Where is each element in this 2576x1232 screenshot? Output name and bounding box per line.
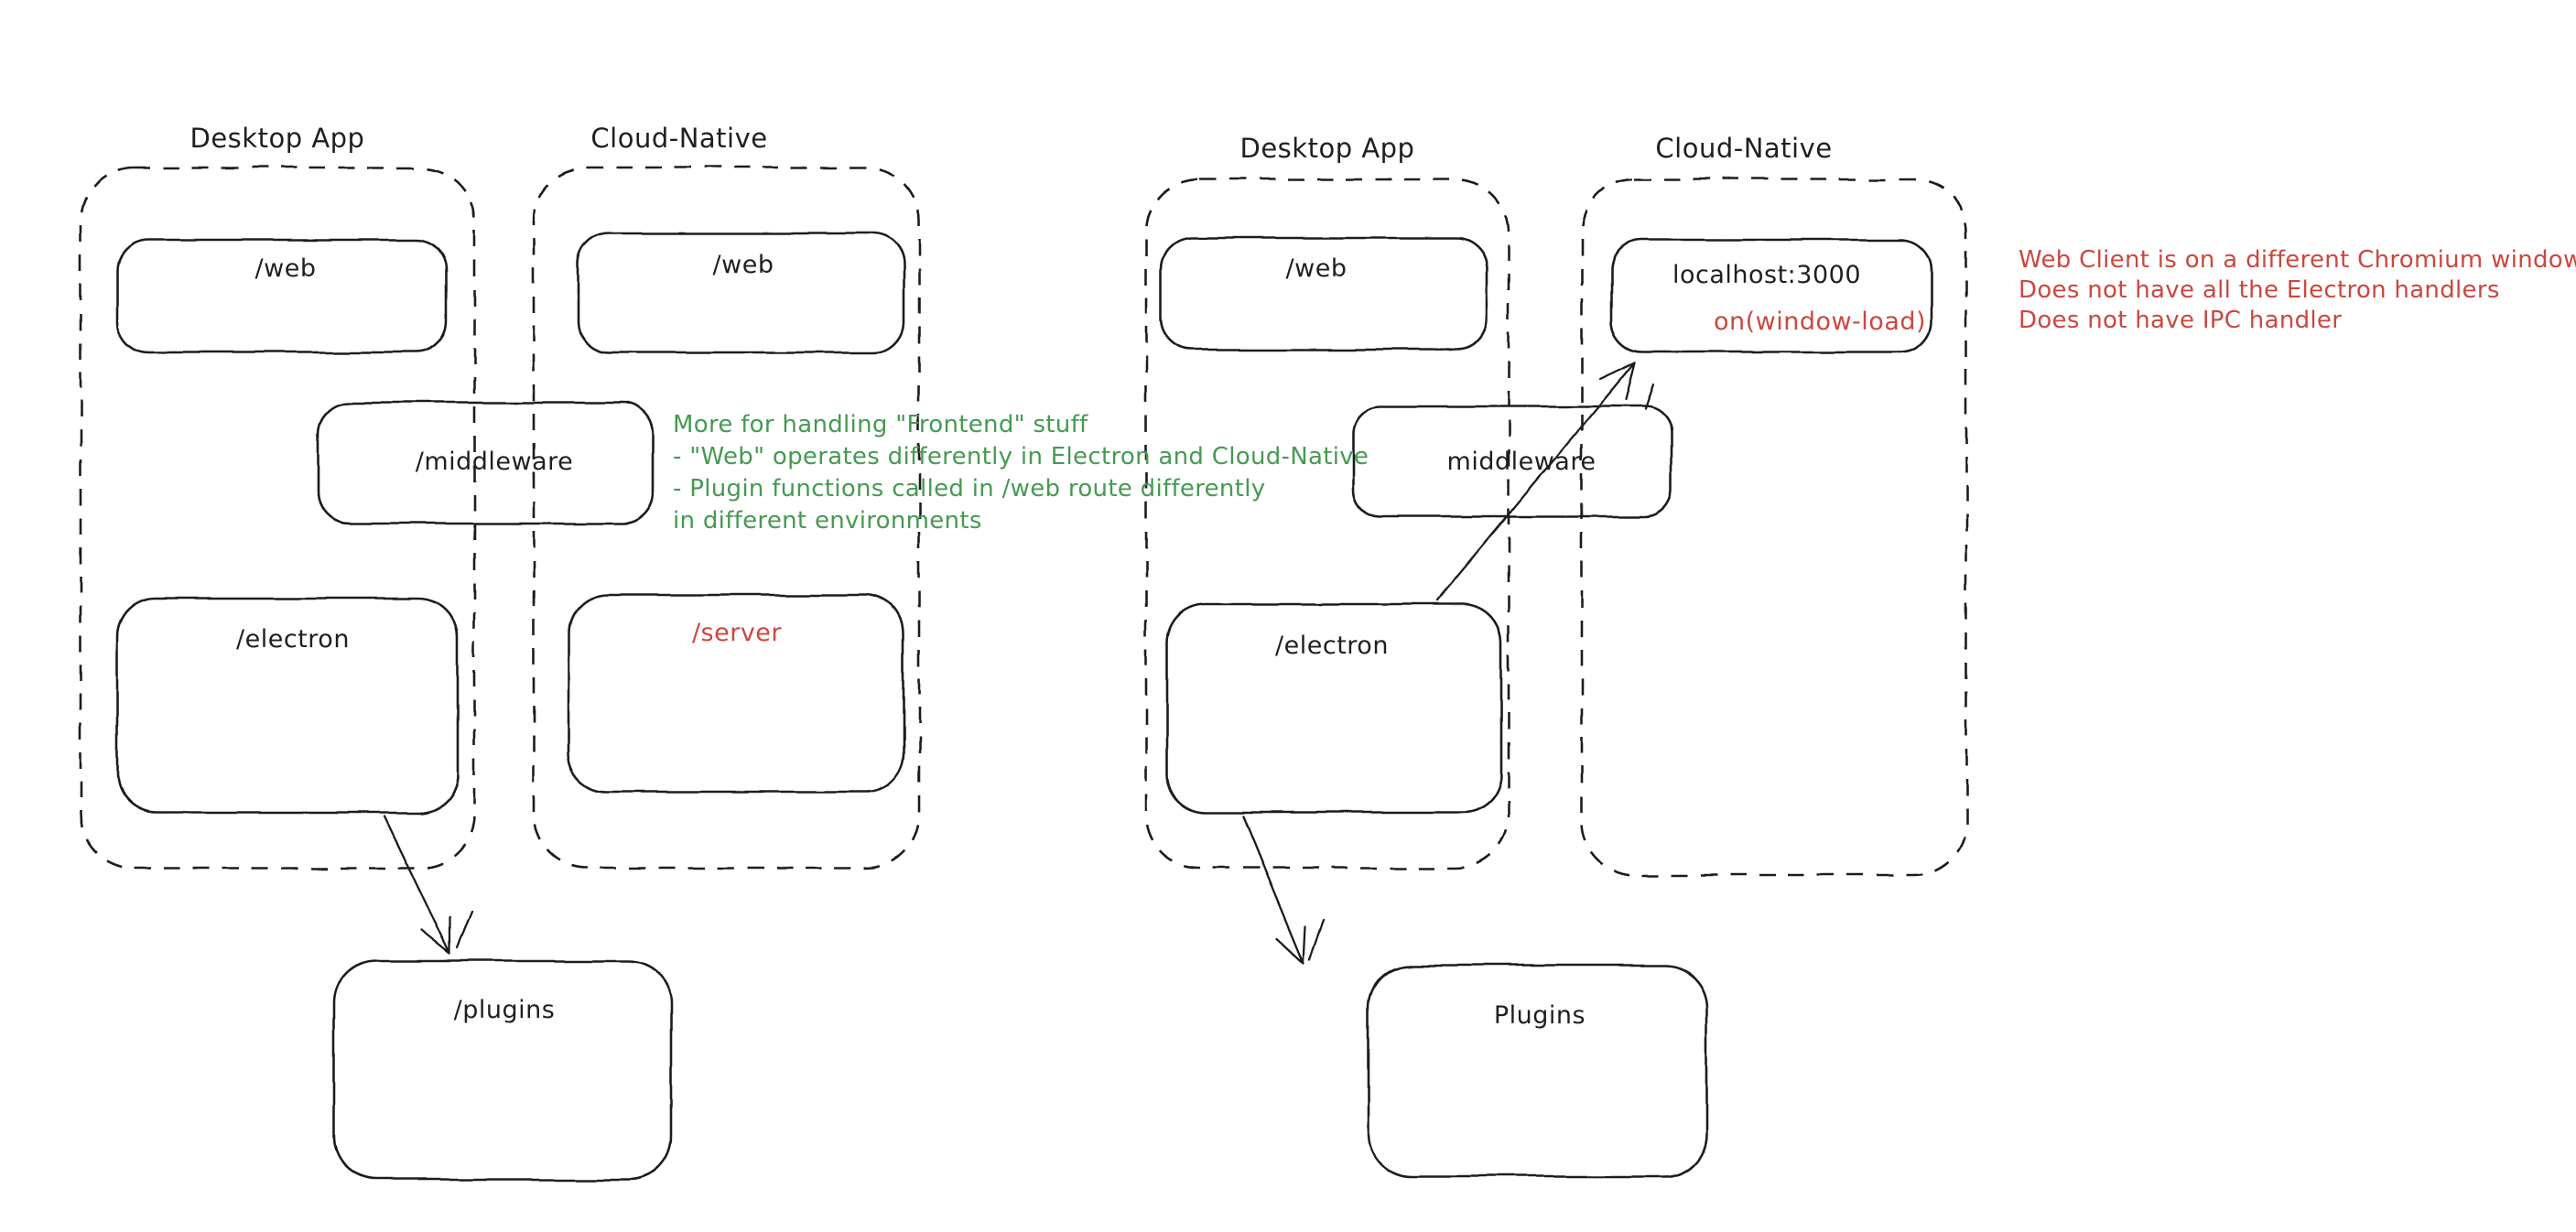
left-electron-label[interactable]: /electron bbox=[236, 625, 350, 654]
right-web-box[interactable] bbox=[1159, 236, 1488, 351]
arrow-electron-to-localhost[interactable] bbox=[1435, 361, 1655, 602]
red-annotation[interactable]: Web Client is on a different Chromium wi… bbox=[2019, 246, 2576, 334]
left-electron-box[interactable] bbox=[115, 597, 460, 815]
right-web-label[interactable]: /web bbox=[1286, 254, 1348, 283]
right-electron-box[interactable] bbox=[1165, 602, 1503, 815]
green-annotation-line: - "Web" operates differently in Electron… bbox=[673, 443, 1369, 470]
left-cloud-native-container[interactable] bbox=[532, 166, 921, 870]
left-plugins-label[interactable]: /plugins bbox=[454, 996, 556, 1024]
left-web-desktop-box[interactable] bbox=[115, 238, 449, 354]
green-annotation-line: More for handling "Frontend" stuff bbox=[673, 411, 1088, 438]
right-cloud-native-container[interactable] bbox=[1580, 178, 1968, 877]
right-window-load-label[interactable]: on(window-load) bbox=[1714, 308, 1926, 336]
left-middleware-box[interactable] bbox=[317, 401, 655, 525]
left-server-box[interactable] bbox=[567, 593, 905, 794]
green-annotation-line: - Plugin functions called in /web route … bbox=[673, 475, 1265, 503]
right-electron-label[interactable]: /electron bbox=[1275, 632, 1389, 660]
green-annotation[interactable]: More for handling "Frontend" stuff - "We… bbox=[673, 411, 1369, 535]
green-annotation-line: in different environments bbox=[673, 507, 982, 535]
right-desktop-app-container[interactable] bbox=[1144, 178, 1510, 870]
red-annotation-line: Does not have all the Electron handlers bbox=[2019, 276, 2500, 304]
right-desktop-app-label[interactable]: Desktop App bbox=[1240, 133, 1415, 164]
left-plugins-box[interactable] bbox=[332, 959, 673, 1181]
red-annotation-line: Web Client is on a different Chromium wi… bbox=[2019, 246, 2576, 274]
right-plugins-box[interactable] bbox=[1367, 964, 1709, 1178]
arrow-electron-to-plugins-left[interactable] bbox=[383, 815, 474, 956]
left-middleware-label[interactable]: /middleware bbox=[416, 448, 574, 476]
right-middleware-label[interactable]: middleware bbox=[1447, 448, 1596, 476]
left-cloud-native-label[interactable]: Cloud-Native bbox=[590, 123, 767, 154]
left-web-cloud-box[interactable] bbox=[577, 232, 905, 354]
right-middleware-box[interactable] bbox=[1351, 405, 1673, 518]
right-localhost-box[interactable] bbox=[1609, 238, 1933, 353]
arrow-electron-to-plugins-right[interactable] bbox=[1241, 815, 1326, 965]
left-web-cloud-label[interactable]: /web bbox=[713, 251, 774, 279]
left-server-label[interactable]: /server bbox=[692, 619, 782, 647]
red-annotation-line: Does not have IPC handler bbox=[2019, 307, 2342, 334]
left-web-desktop-label[interactable]: /web bbox=[255, 254, 317, 283]
right-localhost-label[interactable]: localhost:3000 bbox=[1672, 261, 1861, 289]
right-cloud-native-label[interactable]: Cloud-Native bbox=[1655, 133, 1832, 164]
right-plugins-label[interactable]: Plugins bbox=[1494, 1001, 1586, 1030]
left-desktop-app-label[interactable]: Desktop App bbox=[190, 123, 365, 154]
